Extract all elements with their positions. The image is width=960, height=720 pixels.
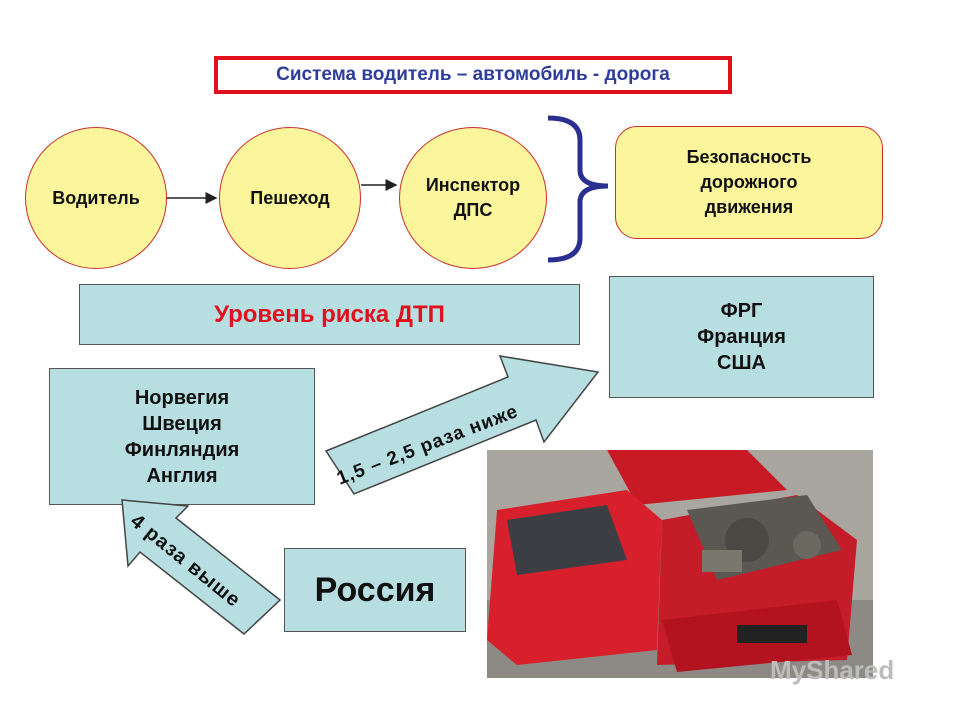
diagram-title: Система водитель – автомобиль - дорога	[214, 56, 732, 94]
country-england: Англия	[146, 464, 218, 487]
circle-inspector-label: Инспектор ДПС	[425, 175, 521, 220]
curly-brace	[547, 115, 609, 263]
crashed-car-illustration	[487, 450, 873, 678]
road-safety-box: Безопасность дорожного движения	[615, 126, 883, 239]
arrow-higher-risk	[121, 499, 282, 635]
country-usa: США	[717, 352, 766, 374]
circle-driver-label: Водитель	[52, 187, 140, 208]
crashed-car-photo	[487, 450, 873, 678]
road-safety-label: Безопасность дорожного движения	[686, 147, 812, 217]
block-arrows	[121, 355, 600, 635]
circle-inspector: Инспектор ДПС	[399, 127, 547, 269]
nordic-countries-box: Норвегия Швеция Финляндия Англия	[49, 368, 315, 505]
country-france: Франция	[697, 326, 786, 348]
circle-pedestrian-label: Пешеход	[250, 187, 330, 208]
country-finland: Финляндия	[124, 438, 240, 461]
arrow-lower-risk	[324, 355, 600, 495]
country-frg: ФРГ	[720, 300, 763, 322]
watermark-logo: MyShared	[770, 655, 895, 685]
circle-pedestrian: Пешеход	[219, 127, 361, 269]
country-sweden: Швеция	[142, 412, 222, 435]
circle-connectors	[167, 115, 609, 263]
russia-box: Россия	[284, 548, 466, 632]
risk-level-box: Уровень риска ДТП	[79, 284, 580, 345]
circle-driver: Водитель	[25, 127, 167, 269]
low-risk-countries-box: ФРГ Франция США	[609, 276, 874, 398]
country-norway: Норвегия	[134, 386, 230, 409]
